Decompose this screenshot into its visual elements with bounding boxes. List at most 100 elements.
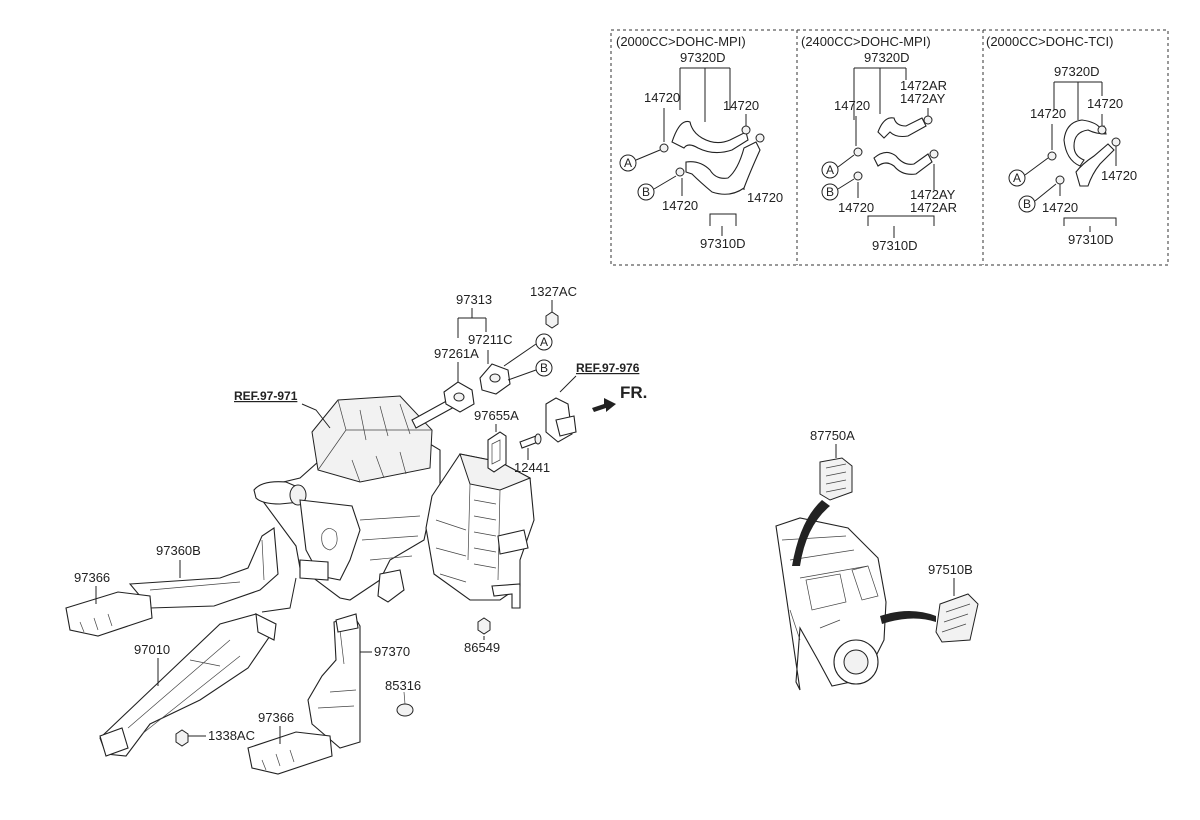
part-1338ac-nut: [175, 729, 189, 747]
label-86549: 86549: [464, 640, 500, 655]
inset-3-label-left-clip: 14720: [1030, 106, 1066, 121]
inset-1-marker-a: A: [619, 149, 661, 172]
svg-text:B: B: [642, 185, 650, 199]
inset-3-hose-upper: [1063, 119, 1107, 167]
inset-2-clip-2: [923, 115, 933, 125]
inset-3-label-lower-left: 14720: [1042, 200, 1078, 215]
part-97370-duct: [307, 613, 361, 749]
svg-text:A: A: [1013, 171, 1021, 185]
label-97261a: 97261A: [434, 346, 479, 361]
inset-3-hose-lower: [1075, 143, 1115, 187]
main-assembly: FR. REF.97-971 REF.97-976 97313 1327AC 9…: [65, 284, 647, 775]
main-marker-b: B: [507, 359, 553, 381]
label-97211c: 97211C: [468, 332, 513, 347]
label-12441: 12441: [514, 460, 550, 475]
inset-2-marker-b: B: [821, 178, 855, 201]
label-97010: 97010: [134, 642, 170, 657]
inset-2400cc-mpi: (2400CC>DOHC-MPI) 97320D 14720 1472AR 14…: [801, 34, 957, 253]
inset-2000cc-tci: (2000CC>DOHC-TCI) 97320D 14720 14720 147…: [986, 34, 1137, 247]
part-87750a-grille: [819, 457, 853, 501]
inset-1-clip-2: [741, 125, 751, 135]
svg-text:A: A: [624, 156, 632, 170]
inset-1-clip-1: [659, 143, 669, 153]
inset-2000cc-mpi: (2000CC>DOHC-MPI) 97320D 14720 14720 147…: [616, 34, 783, 251]
label-97510b: 97510B: [928, 562, 973, 577]
ref-97-976-label[interactable]: REF.97-976: [576, 361, 640, 375]
part-97510b-grille: [935, 593, 979, 643]
part-97010-duct: [99, 613, 277, 757]
label-97370: 97370: [374, 644, 410, 659]
label-97366-lower: 97366: [258, 710, 294, 725]
inset-2-label-upper-right-2: 1472AY: [900, 91, 946, 106]
svg-text:B: B: [540, 361, 548, 375]
part-97211c-gasket: [479, 363, 511, 395]
inset-3-label-lower-right: 14720: [1101, 168, 1137, 183]
inset-1-label-bottom: 97310D: [700, 236, 746, 251]
inset-2-label-left-clip: 14720: [834, 98, 870, 113]
inset-3-marker-a: A: [1008, 157, 1049, 187]
part-97655a-seal: [487, 431, 507, 473]
inset-2-label-lower-left: 14720: [838, 200, 874, 215]
main-marker-a: A: [503, 333, 553, 367]
pointer-arrow-side: [880, 611, 936, 624]
inset-1-clip-3: [675, 167, 685, 177]
inset-1-clip-4: [755, 133, 765, 143]
inset-1-title: (2000CC>DOHC-MPI): [616, 34, 746, 49]
inset-2-label-top: 97320D: [864, 50, 910, 65]
inset-2-hose-lower: [873, 151, 933, 175]
inset-2-clip-4: [929, 149, 939, 159]
hvac-unit: [253, 395, 535, 609]
inset-1-label-lower-left: 14720: [662, 198, 698, 213]
inset-3-label-top: 97320D: [1054, 64, 1100, 79]
inset-3-clip-3: [1055, 175, 1065, 185]
inset-3-clip-1: [1047, 151, 1057, 161]
front-direction-arrow: FR.: [592, 383, 647, 412]
label-1327ac: 1327AC: [530, 284, 577, 299]
part-97360b-duct: [128, 527, 279, 609]
part-85316-clip: [396, 691, 414, 717]
inset-3-marker-b: B: [1018, 183, 1057, 213]
inset-3-clip-4: [1111, 137, 1121, 147]
part-97366-upper: [65, 591, 153, 637]
inset-2-label-bottom: 97310D: [872, 238, 918, 253]
inset-2-label-lower-right-2: 1472AR: [910, 200, 957, 215]
label-1338ac: 1338AC: [208, 728, 255, 743]
inset-3-clip-2: [1097, 125, 1107, 135]
inset-3-title: (2000CC>DOHC-TCI): [986, 34, 1114, 49]
inset-3-label-bottom: 97310D: [1068, 232, 1114, 247]
part-12441-screw: [519, 433, 542, 449]
label-97360b: 97360B: [156, 543, 201, 558]
hose-inset-panel: (2000CC>DOHC-MPI) 97320D 14720 14720 147…: [610, 29, 1169, 266]
pointer-arrow-top: [792, 500, 830, 566]
inset-1-label-top: 97320D: [680, 50, 726, 65]
inset-1-hose-lower: [685, 141, 761, 195]
label-97313: 97313: [456, 292, 492, 307]
inset-2-title: (2400CC>DOHC-MPI): [801, 34, 931, 49]
vehicle-view: 87750A 97510B: [775, 428, 979, 691]
inset-2-hose-upper: [877, 117, 927, 139]
inset-1-label-lower-right: 14720: [747, 190, 783, 205]
label-87750a: 87750A: [810, 428, 855, 443]
label-85316: 85316: [385, 678, 421, 693]
ref-97-976-bracket: [545, 397, 577, 443]
front-label: FR.: [620, 383, 647, 402]
svg-text:A: A: [826, 163, 834, 177]
inset-2-clip-3: [853, 171, 863, 181]
inset-1-label-left-clip: 14720: [644, 90, 680, 105]
label-97366-upper: 97366: [74, 570, 110, 585]
part-86549-bolt: [477, 617, 491, 635]
vehicle-body: [775, 517, 887, 691]
inset-1-marker-b: B: [637, 175, 677, 201]
inset-2-label-lower-right-1: 1472AY: [910, 187, 956, 202]
svg-text:B: B: [1023, 197, 1031, 211]
svg-text:B: B: [826, 185, 834, 199]
inset-2-label-upper-right-1: 1472AR: [900, 78, 947, 93]
inset-3-label-right-clip: 14720: [1087, 96, 1123, 111]
part-97366-lower: [247, 731, 333, 775]
inset-1-label-right-clip: 14720: [723, 98, 759, 113]
svg-text:A: A: [540, 335, 548, 349]
ref-97-971-label[interactable]: REF.97-971: [234, 389, 298, 403]
inset-2-marker-a: A: [821, 154, 855, 179]
label-97655a: 97655A: [474, 408, 519, 423]
